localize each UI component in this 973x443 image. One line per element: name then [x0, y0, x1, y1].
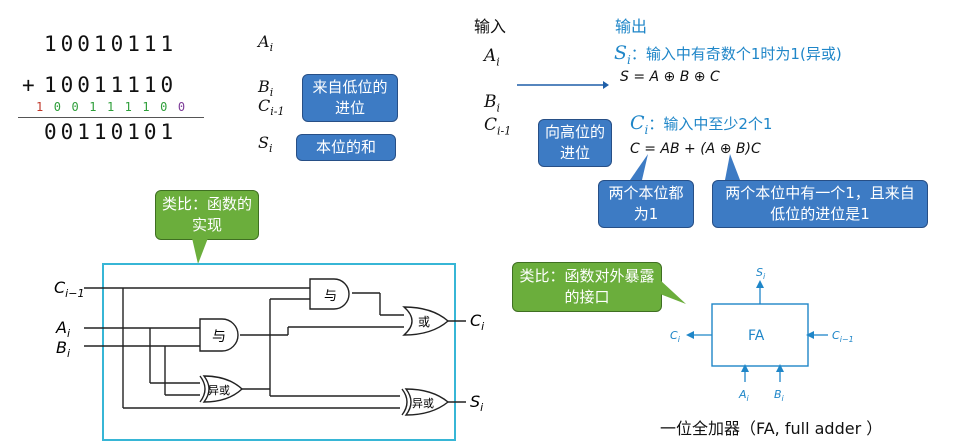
note-pointers — [630, 154, 740, 180]
output-header: 输出 — [615, 17, 648, 36]
carry-digit: 0 — [53, 100, 72, 114]
io-bi: Bi — [484, 92, 501, 115]
carry-digit: 0 — [177, 100, 196, 114]
and-gate-2-label: 与 — [324, 289, 337, 304]
c-formula: C = AB + (A ⊕ B)C — [630, 141, 761, 157]
s-formula: S = A ⊕ B ⊕ C — [620, 69, 720, 85]
fa-s-label: Si — [756, 266, 766, 281]
plus-sign: + — [22, 73, 39, 97]
circuit-input-c: Ci−1 — [54, 278, 84, 300]
fa-c-in-label: Ci−1 — [832, 329, 854, 344]
carry-digit: 1 — [36, 100, 54, 114]
io-ci-1: Ci-1 — [484, 115, 512, 138]
xor-gate-2 — [404, 388, 450, 416]
carry-digit: 0 — [160, 100, 178, 114]
result-row: 00110101 — [44, 120, 178, 144]
and-gate-1-label: 与 — [212, 329, 226, 345]
input-header: 输入 — [474, 17, 507, 36]
circuit-box — [102, 263, 456, 441]
label-ai: Ai — [258, 32, 274, 55]
io-arrow — [517, 81, 609, 89]
fa-b-label: Bi — [774, 388, 785, 403]
io-ai: Ai — [484, 46, 500, 69]
note-analogy-interface: 类比：函数对外暴露的接口 — [512, 262, 662, 312]
label-bi: Bi — [258, 77, 274, 100]
circuit-input-b: Bi — [56, 338, 70, 360]
full-adder-block: FA Si Ci Ci−1 Ai Bi — [670, 266, 854, 403]
xor-gate-1-label: 异或 — [208, 384, 230, 397]
fa-caption: 一位全加器（FA, full adder ） — [660, 419, 883, 438]
xor-gate-1 — [202, 375, 244, 403]
carry-digit: 1 — [106, 100, 125, 114]
or-gate-label: 或 — [418, 315, 430, 329]
addend-row-1: 10010111 — [44, 32, 178, 56]
note-bit-sum: 本位的和 — [296, 134, 396, 161]
xor-gate-2-label: 异或 — [412, 397, 434, 410]
carry-digit: 1 — [124, 100, 143, 114]
or-gate — [402, 306, 450, 336]
sum-divider — [18, 117, 204, 118]
circuit-input-a: Ai — [55, 318, 70, 340]
and-gate-1 — [199, 318, 239, 352]
label-si: Si — [258, 133, 273, 156]
s-description: Si：输入中有奇数个1时为1(异或) — [614, 42, 842, 67]
note-one-and-carry: 两个本位中有一个1，且来自低位的进位是1 — [712, 180, 928, 228]
circuit-output-c: Ci — [470, 311, 484, 333]
note-both-one: 两个本位都为1 — [598, 180, 694, 228]
label-ci-1: Ci-1 — [258, 96, 285, 119]
note-green-pointer-2 — [660, 280, 686, 304]
fa-c-out-label: Ci — [670, 329, 681, 344]
note-green-pointer-1 — [192, 238, 208, 264]
fa-a-label: Ai — [738, 388, 750, 403]
note-carry-in: 来自低位的进位 — [302, 74, 398, 122]
adder-circuit: 与 与 或 异或 异或 Ci−1 Ai Bi Ci Si — [54, 263, 484, 441]
addend-row-2: 10011110 — [44, 73, 178, 97]
and-gate-2 — [309, 278, 350, 310]
carry-digit: 1 — [142, 100, 161, 114]
note-carry-out: 向高位的进位 — [538, 119, 612, 167]
c-description: Ci：输入中至少2个1 — [630, 112, 773, 137]
carry-digit: 0 — [71, 100, 90, 114]
fa-label: FA — [748, 328, 765, 344]
circuit-output-s: Si — [470, 392, 483, 414]
note-analogy-function: 类比：函数的实现 — [155, 190, 259, 240]
carry-digit: 1 — [89, 100, 107, 114]
carry-row: 100111100 — [36, 100, 196, 114]
